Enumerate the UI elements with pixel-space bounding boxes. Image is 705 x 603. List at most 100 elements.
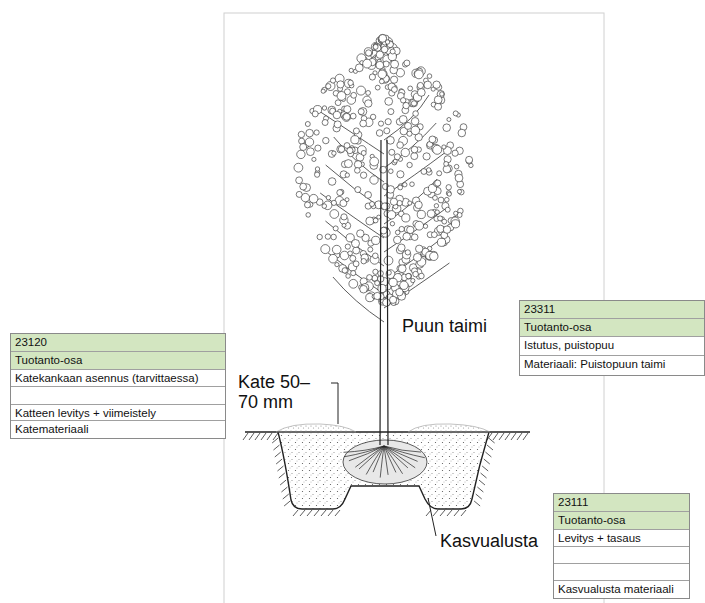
leaf	[387, 211, 395, 219]
leaf	[402, 214, 410, 222]
hatch-stroke	[499, 433, 504, 440]
leaf	[378, 121, 383, 126]
leaf	[297, 150, 305, 158]
branch	[323, 249, 384, 294]
leaf	[359, 108, 367, 116]
leaf	[385, 119, 391, 125]
leaf	[401, 148, 409, 156]
leaf	[415, 201, 422, 208]
leaf	[322, 120, 328, 126]
leaf	[315, 172, 320, 177]
leaf	[392, 87, 398, 93]
branch	[320, 193, 384, 238]
plant-label: Puun taimi	[402, 316, 487, 336]
hatch-stroke	[279, 473, 285, 478]
hatch-stroke	[321, 510, 326, 516]
leaf	[435, 210, 439, 214]
leaf	[408, 201, 412, 205]
leaf	[345, 244, 350, 249]
hatch-stroke	[474, 501, 480, 506]
leaf	[353, 247, 360, 254]
branch	[384, 95, 429, 140]
leaf	[411, 126, 420, 135]
leaf	[407, 226, 414, 233]
branch	[384, 235, 446, 280]
leaf	[349, 68, 353, 72]
leaf	[299, 138, 305, 144]
growing-medium-label: Kasvualusta	[440, 531, 538, 551]
leaf	[421, 169, 427, 175]
page-frame	[224, 13, 604, 603]
leaf	[358, 109, 364, 115]
leaf	[340, 251, 349, 260]
leaf	[457, 189, 461, 193]
leaf	[423, 224, 427, 228]
leaf	[351, 92, 357, 98]
leaf	[339, 265, 347, 273]
hatch-stroke	[277, 466, 283, 471]
hatch-stroke	[493, 433, 498, 440]
leaf	[447, 118, 451, 122]
hatch-stroke	[249, 433, 254, 440]
leaf	[369, 74, 375, 80]
leaf	[345, 173, 349, 177]
hatch-stroke	[281, 487, 287, 492]
leaf	[300, 144, 307, 151]
leaf	[343, 268, 348, 273]
hatch-stroke	[283, 494, 289, 499]
leaf	[451, 220, 459, 228]
leaf	[402, 251, 410, 259]
leaf	[374, 292, 381, 299]
root-ball	[343, 440, 427, 484]
leaf	[321, 89, 325, 93]
branch	[384, 151, 447, 196]
leaf	[389, 278, 397, 286]
leaf	[416, 245, 423, 252]
leaf	[390, 198, 397, 205]
leaf	[390, 49, 395, 54]
hatch-stroke	[272, 438, 278, 443]
leaf	[350, 255, 356, 261]
leaf	[333, 226, 338, 231]
hatch-stroke	[255, 433, 260, 440]
hatch-stroke	[261, 433, 266, 440]
leaf	[373, 269, 378, 274]
leaf	[343, 113, 350, 120]
leaf	[375, 85, 380, 90]
leaf	[341, 214, 347, 220]
leaf	[365, 100, 372, 107]
leaf	[435, 180, 441, 186]
leaf	[326, 84, 331, 89]
leaf	[426, 168, 431, 173]
leaf	[390, 222, 394, 226]
leaf	[388, 109, 394, 115]
leaf	[446, 185, 451, 190]
leaf	[387, 186, 395, 194]
leaf	[355, 168, 361, 174]
table-cell: Katteen levitys + viimeistely	[11, 405, 225, 421]
roots	[344, 446, 425, 478]
leaf	[360, 285, 368, 293]
leaf	[298, 131, 304, 137]
leaf	[366, 217, 374, 225]
leaf	[355, 187, 361, 193]
leaf	[361, 259, 366, 264]
hatch-stroke	[293, 510, 298, 516]
leaf	[434, 204, 438, 208]
leaf	[370, 202, 375, 207]
leaf	[323, 137, 329, 143]
leaf	[381, 46, 388, 53]
mulch-layer	[276, 424, 490, 432]
leaf	[305, 138, 313, 146]
item-code: 23311	[520, 301, 704, 319]
leaf	[337, 92, 346, 101]
leaf	[344, 106, 351, 113]
leaf	[453, 111, 458, 116]
leaf	[404, 60, 410, 66]
leaf	[411, 101, 416, 106]
leaf	[387, 136, 395, 144]
leaf	[446, 191, 451, 196]
leaf	[365, 192, 372, 199]
leaf	[363, 59, 372, 68]
hatch-stroke	[284, 501, 290, 506]
